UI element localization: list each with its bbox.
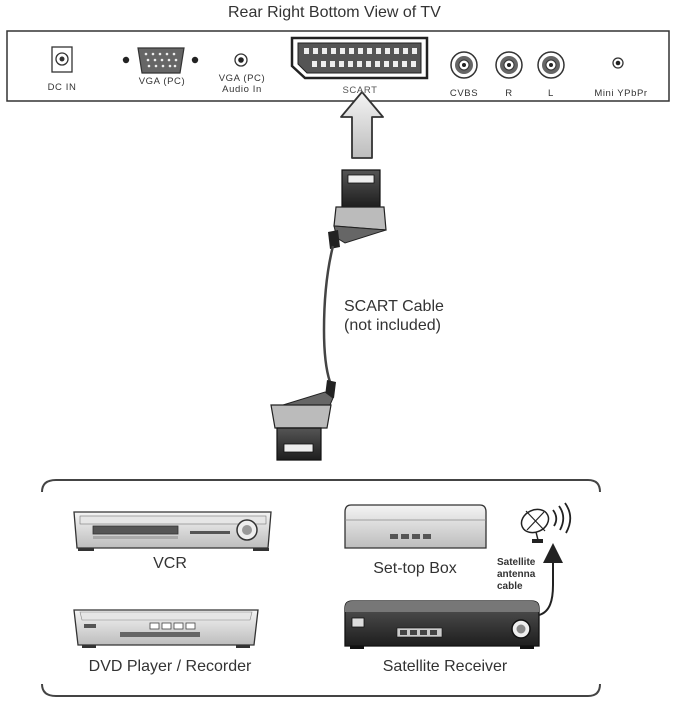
cable-label-line1: SCART Cable — [344, 298, 444, 315]
antenna-cable-label-line3: cable — [497, 581, 523, 592]
port-label-dc-in: DC IN — [47, 82, 77, 93]
rca-jack-icon — [537, 51, 565, 79]
port-label-scart: SCART — [342, 85, 378, 96]
scart-cable — [322, 245, 335, 383]
scart-plug-icon — [328, 169, 387, 249]
port-label-vga: VGA (PC) — [138, 76, 186, 87]
port-label-r: R — [505, 88, 513, 99]
scart-plug-icon — [270, 380, 336, 461]
settop-box-icon — [344, 504, 487, 549]
antenna-cable-label-line1: Satellite — [497, 557, 536, 568]
device-label-settop: Set-top Box — [373, 560, 457, 577]
device-bracket — [41, 683, 601, 697]
dvd-player-icon — [73, 609, 259, 648]
antenna-cable-label: Satellite antenna cable — [497, 557, 535, 593]
port-label-mini-ypbpr: Mini YPbPr — [594, 88, 648, 99]
dc-in-jack-icon — [51, 46, 73, 73]
diagram-title: Rear Right Bottom View of TV — [228, 4, 441, 21]
device-bracket — [41, 479, 601, 493]
port-label-l: L — [548, 88, 554, 99]
device-label-vcr: VCR — [153, 555, 187, 572]
rca-jack-icon — [495, 51, 523, 79]
port-label-cvbs: CVBS — [449, 88, 479, 99]
antenna-cable-label-line2: antenna — [497, 569, 536, 580]
port-label-vga-audio-line1: VGA (PC) — [218, 73, 266, 84]
vcr-icon — [73, 511, 272, 551]
cable-label: SCART Cable (not included) — [344, 297, 444, 335]
port-label-vga-audio-line2: Audio In — [222, 84, 262, 95]
cable-label-line2: (not included) — [344, 317, 441, 334]
satellite-receiver-icon — [344, 600, 540, 649]
device-label-dvd: DVD Player / Recorder — [88, 658, 252, 675]
satellite-dish-icon — [520, 502, 572, 543]
antenna-cable — [538, 543, 563, 616]
vga-port-icon — [122, 47, 199, 74]
scart-port-icon — [290, 36, 429, 80]
port-label-vga-audio: VGA (PC) Audio In — [219, 73, 266, 95]
upload-arrow-icon — [340, 91, 384, 159]
rca-jack-icon — [450, 51, 478, 79]
audio-jack-icon — [234, 53, 248, 67]
audio-jack-icon — [612, 57, 624, 69]
device-label-satellite-receiver: Satellite Receiver — [382, 658, 508, 675]
